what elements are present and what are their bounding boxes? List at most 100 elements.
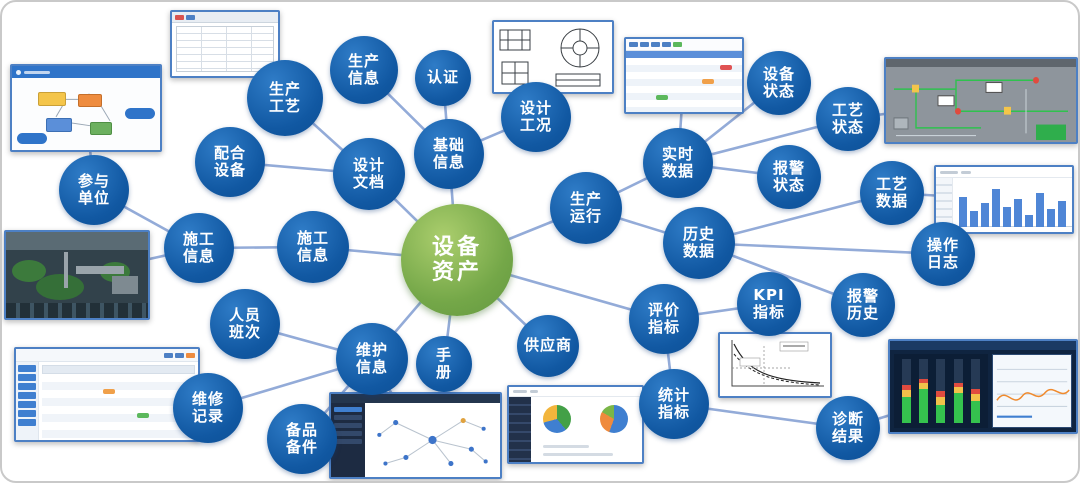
plant-structure xyxy=(76,266,124,274)
node-label: 信息 xyxy=(355,358,388,376)
node-label: 基础 xyxy=(432,135,465,154)
plant-structure xyxy=(112,276,138,294)
plant-structure xyxy=(64,252,68,288)
mini-button xyxy=(125,108,155,119)
node-label: 设备 xyxy=(762,64,795,83)
node-label: 施工 xyxy=(296,228,329,247)
mini-toolbar xyxy=(626,39,742,51)
node-production-info: 生产信息 xyxy=(330,36,398,104)
machine-drawing xyxy=(499,28,601,87)
trend-lines xyxy=(996,368,1070,418)
node-label: 参与 xyxy=(77,171,110,190)
process-mimic-diagram xyxy=(893,76,1068,141)
toolbar-button xyxy=(164,352,173,358)
mini-titlebar xyxy=(886,59,1076,67)
node-label: 运行 xyxy=(569,207,602,225)
node-label: 工艺 xyxy=(268,97,301,115)
node-label: 历史 xyxy=(682,224,715,243)
node-label: 诊断 xyxy=(831,409,864,428)
mini-bar-gauges xyxy=(894,354,988,428)
flow-node xyxy=(78,94,102,107)
thumbnail-engineering-drawing xyxy=(492,20,614,94)
node-statistics-index: 统计指标 xyxy=(639,369,709,439)
thumbnail-plant-3d xyxy=(4,230,150,320)
flow-node xyxy=(46,118,72,132)
mini-titlebar xyxy=(172,12,278,23)
node-label: 状态 xyxy=(762,82,795,100)
graph-canvas xyxy=(365,403,500,477)
flowchart-canvas xyxy=(12,78,160,150)
titlebar-chip xyxy=(186,14,195,20)
node-label: 供应商 xyxy=(523,336,572,355)
node-participant-unit: 参与单位 xyxy=(59,155,129,225)
warning-cell xyxy=(702,79,714,84)
thumbnail-maintenance-table xyxy=(14,347,200,442)
text-line-placeholder xyxy=(543,453,613,456)
node-manual: 手册 xyxy=(416,336,472,392)
status-cell xyxy=(103,389,116,394)
node-cooperate-equipment: 配合设备 xyxy=(195,127,265,197)
mini-report-body xyxy=(936,178,1072,232)
thumbnail-stats-dashboard xyxy=(507,385,644,464)
node-maintenance-info: 维护信息 xyxy=(336,323,408,395)
mini-trend-panel xyxy=(991,354,1072,428)
node-label: 工况 xyxy=(519,116,552,134)
header-text-placeholder xyxy=(940,170,958,174)
decay-curves-plot xyxy=(731,340,824,387)
title-text-placeholder xyxy=(24,70,50,74)
node-process-data: 工艺数据 xyxy=(860,161,924,225)
mini-titlebar xyxy=(12,66,160,78)
nav-item xyxy=(334,431,362,436)
node-diagnosis-result: 诊断结果 xyxy=(816,396,880,460)
mini-bar-chart xyxy=(953,178,1072,232)
titlebar-chip xyxy=(175,14,184,20)
vegetation xyxy=(36,274,84,300)
level-gauge xyxy=(953,359,963,423)
status-cell xyxy=(136,413,149,418)
toolbar-button xyxy=(175,352,184,358)
alarm-cell xyxy=(720,65,732,70)
row-button xyxy=(18,365,36,372)
node-label: 统计 xyxy=(657,385,690,404)
node-operation-log: 操作日志 xyxy=(911,222,975,286)
node-construction-info-l: 施工信息 xyxy=(164,213,234,283)
node-label: 数据 xyxy=(661,162,694,180)
node-history-data: 历史数据 xyxy=(663,207,735,279)
node-label: 设计 xyxy=(519,98,552,117)
node-label: 施工 xyxy=(182,229,215,248)
node-spare-parts: 备品备件 xyxy=(267,404,337,474)
node-label: 设备 xyxy=(431,234,482,260)
mini-header xyxy=(936,167,1072,178)
node-label: 报警 xyxy=(846,286,879,305)
mini-pie-charts xyxy=(531,397,642,462)
mini-table xyxy=(42,365,195,438)
mini-hmi-body xyxy=(890,350,1076,432)
node-label: 信息 xyxy=(182,247,215,265)
node-label: 认证 xyxy=(426,68,459,87)
row-button xyxy=(18,392,36,399)
node-label: 信息 xyxy=(432,153,465,171)
node-label: 实时 xyxy=(661,144,694,163)
node-label: 结果 xyxy=(831,427,864,445)
node-label: 设备 xyxy=(213,161,246,179)
node-basic-info: 基础信息 xyxy=(414,119,484,189)
normal-cell xyxy=(656,95,668,100)
level-gauge xyxy=(902,359,912,423)
node-label: 报警 xyxy=(772,158,805,177)
node-label: 资产 xyxy=(431,260,482,285)
toolbar-button xyxy=(186,352,195,358)
mini-titlebar xyxy=(890,341,1076,350)
node-alarm-status: 报警状态 xyxy=(757,145,821,209)
mini-form-grid xyxy=(176,26,274,72)
dock-strip xyxy=(6,303,148,318)
node-label: 手 xyxy=(435,345,452,364)
nav-item xyxy=(334,407,362,412)
node-production-run: 生产运行 xyxy=(550,172,622,244)
mini-nav-sidebar xyxy=(509,397,531,462)
node-label: 备品 xyxy=(285,420,318,439)
nav-item xyxy=(334,423,362,428)
node-label: 评价 xyxy=(647,300,680,319)
node-process-status: 工艺状态 xyxy=(816,87,880,151)
